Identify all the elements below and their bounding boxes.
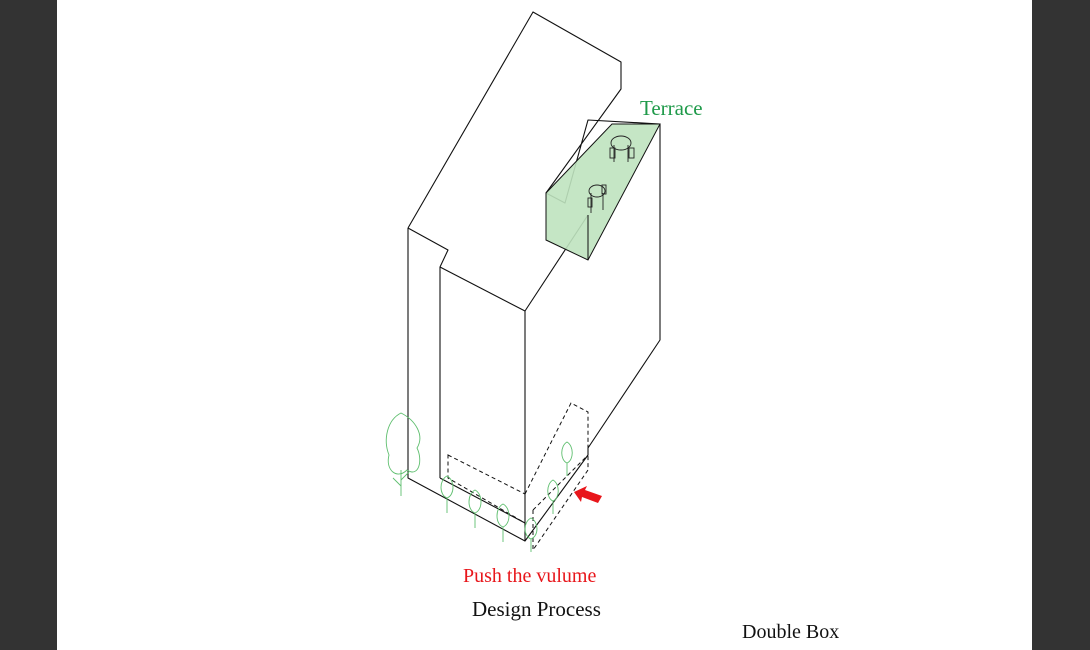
pushed-volume-outline — [447, 402, 589, 552]
table-chairs-icon — [587, 135, 635, 213]
axonometric-building-diagram — [385, 11, 661, 552]
front-notch — [407, 227, 449, 478]
project-name: Double Box — [742, 621, 840, 643]
page-canvas: Terrace Push the vulume Design Process D… — [57, 0, 1032, 650]
terrace-zone — [545, 123, 661, 261]
inner-base-edge — [439, 477, 526, 524]
push-volume-label: Push the vulume — [463, 565, 597, 587]
terrace-label: Terrace — [640, 96, 703, 120]
red-arrow-icon — [574, 486, 602, 503]
building-outline — [407, 11, 661, 542]
tree-icon — [385, 412, 573, 552]
design-process-title: Design Process — [472, 597, 601, 621]
